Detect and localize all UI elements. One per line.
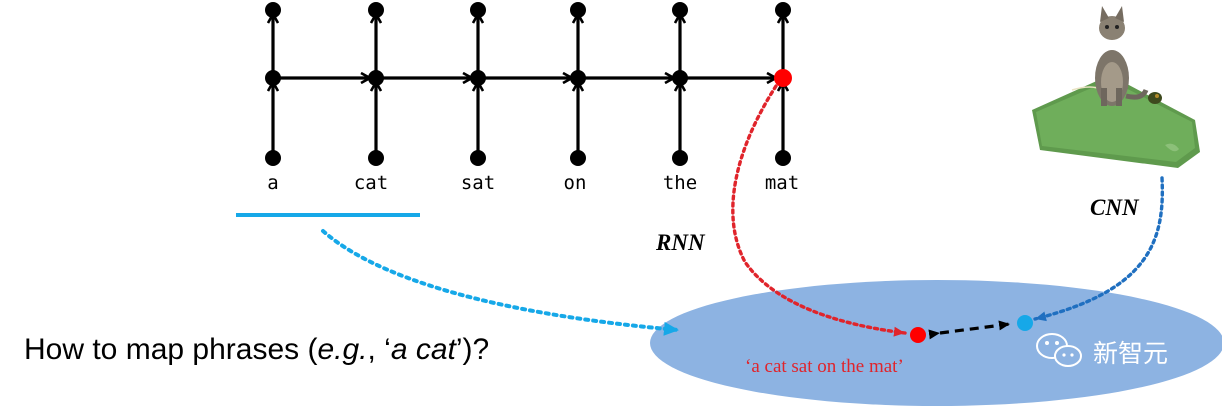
- image-embedding-point: [1017, 315, 1033, 331]
- output-node-the: [672, 2, 688, 18]
- watermark-text: 新智元: [1093, 339, 1168, 368]
- question-suffix: ’)?: [455, 333, 490, 366]
- hidden-node-a: [265, 70, 281, 86]
- input-node-mat: [775, 150, 791, 166]
- word-label: on: [564, 172, 587, 194]
- hidden-node-cat: [368, 70, 384, 86]
- question-eg: e.g.: [317, 333, 368, 366]
- output-node-a: [265, 2, 281, 18]
- hidden-node-sat: [470, 70, 486, 86]
- phrase-mapping-arrow: [321, 229, 680, 336]
- word-label: a: [267, 172, 278, 194]
- output-node-cat: [368, 2, 384, 18]
- input-node-cat: [368, 150, 384, 166]
- watermark: 新智元: [1036, 333, 1168, 368]
- rnn-sequence: a cat sat on the mat: [265, 2, 799, 194]
- question-phrase: a cat: [390, 333, 456, 366]
- input-node-a: [265, 150, 281, 166]
- input-node-the: [672, 150, 688, 166]
- output-node-on: [570, 2, 586, 18]
- question-prefix: How to map phrases (: [24, 333, 318, 366]
- cnn-embedding-arrow: [1033, 176, 1165, 322]
- sentence-caption: ‘a cat sat on the mat’: [745, 356, 904, 377]
- word-label: mat: [765, 172, 799, 194]
- wechat-icon: [1036, 333, 1082, 367]
- input-node-on: [570, 150, 586, 166]
- hidden-node-on: [570, 70, 586, 86]
- rnn-embedding-arrow: [731, 84, 907, 337]
- word-label: the: [663, 172, 697, 194]
- output-node-mat: [775, 2, 791, 18]
- cat-photo-icon: [1032, 6, 1200, 168]
- input-node-sat: [470, 150, 486, 166]
- embedding-space-ellipse: [650, 280, 1222, 406]
- rnn-label: RNN: [655, 230, 706, 255]
- cnn-label: CNN: [1090, 195, 1140, 220]
- final-hidden-node: [774, 69, 792, 87]
- word-label: sat: [461, 172, 495, 194]
- question-text: How to map phrases (e.g., ‘a cat’)?: [24, 333, 489, 367]
- question-mid: , ‘: [367, 333, 391, 366]
- output-node-sat: [470, 2, 486, 18]
- word-label: cat: [354, 172, 388, 194]
- embedding-similarity-link: [928, 320, 1011, 340]
- hidden-node-the: [672, 70, 688, 86]
- sentence-embedding-point: [910, 327, 926, 343]
